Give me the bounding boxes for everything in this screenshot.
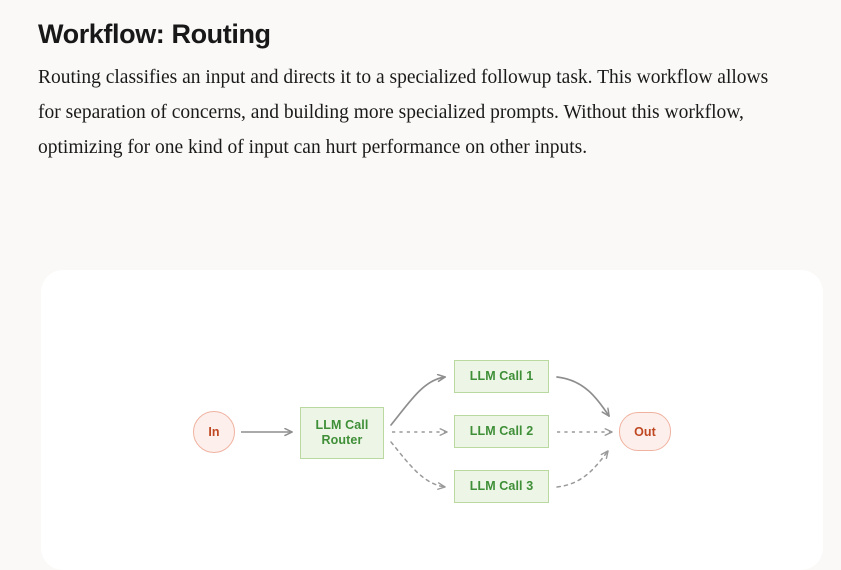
node-router-label-line-2: Router bbox=[321, 433, 363, 447]
node-llm-call-1[interactable]: LLM Call 1 bbox=[454, 360, 549, 393]
node-input[interactable]: In bbox=[193, 411, 235, 453]
node-llm-call-2[interactable]: LLM Call 2 bbox=[454, 415, 549, 448]
edge-router-to-call-1 bbox=[390, 377, 445, 426]
edge-call-3-to-out bbox=[556, 450, 609, 488]
page-title: Workflow: Routing bbox=[38, 19, 271, 49]
node-llm-call-3[interactable]: LLM Call 3 bbox=[454, 470, 549, 503]
diagram-card: In LLM Call Router LLM Call 1 LLM Call 2… bbox=[41, 270, 823, 570]
node-llm-call-router[interactable]: LLM Call Router bbox=[300, 407, 384, 459]
diagram-edges bbox=[241, 270, 613, 490]
edge-call-1-to-out bbox=[556, 376, 609, 416]
edge-router-to-call-3 bbox=[390, 441, 446, 490]
article-section: Workflow: Routing Routing classifies an … bbox=[38, 18, 798, 165]
page-root: Workflow: Routing Routing classifies an … bbox=[38, 18, 798, 503]
node-router-label: LLM Call Router bbox=[316, 418, 369, 448]
article-body-text: Routing classifies an input and directs … bbox=[38, 67, 769, 159]
routing-workflow-diagram: In LLM Call Router LLM Call 1 LLM Call 2… bbox=[41, 270, 823, 570]
node-output[interactable]: Out bbox=[619, 412, 671, 451]
node-router-label-line-1: LLM Call bbox=[315, 418, 369, 432]
